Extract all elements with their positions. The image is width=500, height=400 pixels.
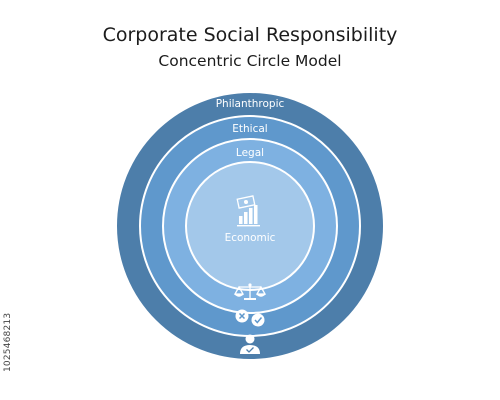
scales-icon bbox=[233, 283, 267, 300]
stock-id-watermark: 1025468213 bbox=[3, 312, 13, 372]
person-icon bbox=[240, 334, 260, 354]
ring-label-legal: Legal bbox=[236, 147, 264, 159]
page-title: Corporate Social Responsibility bbox=[102, 24, 398, 46]
page-subtitle: Concentric Circle Model bbox=[158, 52, 342, 70]
cross-check-icon bbox=[235, 309, 265, 327]
ring-label-philanthropic: Philanthropic bbox=[216, 98, 285, 110]
money-bar-chart-icon bbox=[236, 195, 260, 227]
ring-label-economic: Economic bbox=[225, 232, 276, 244]
ring-label-ethical: Ethical bbox=[232, 123, 267, 135]
